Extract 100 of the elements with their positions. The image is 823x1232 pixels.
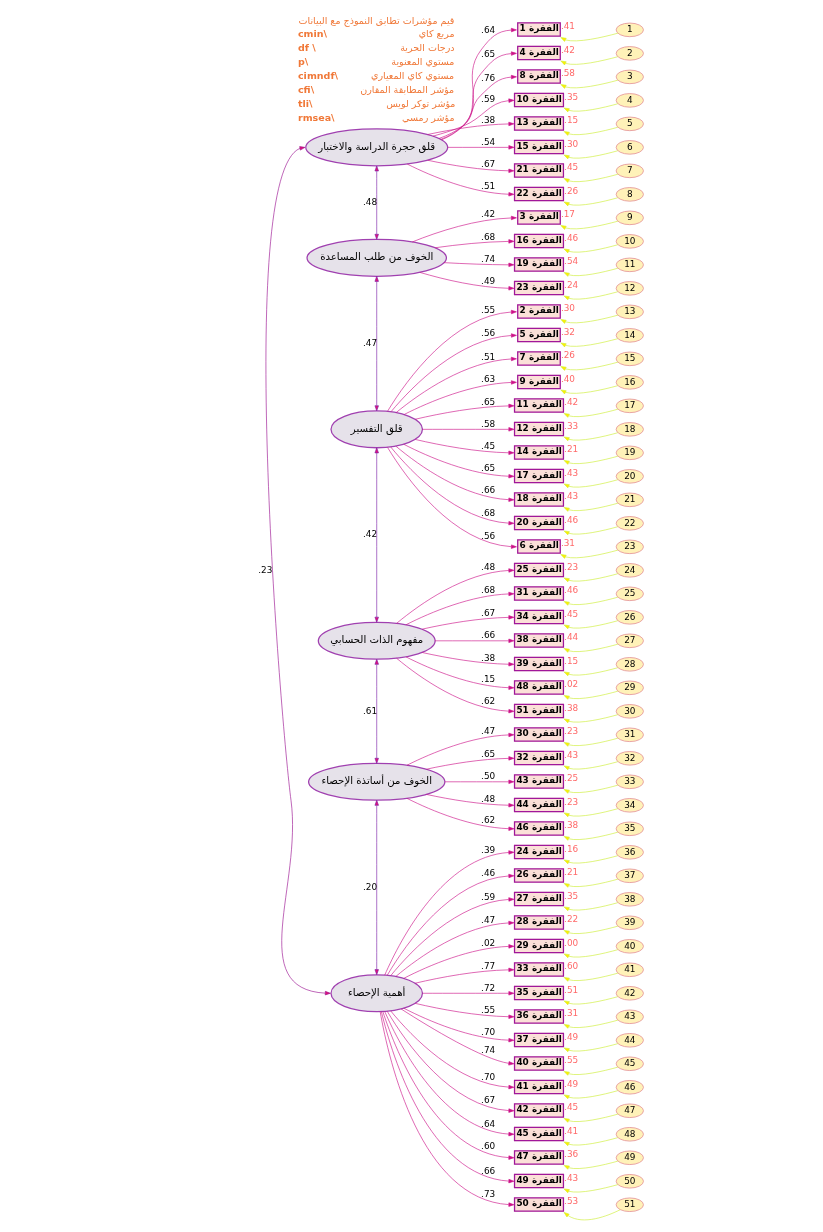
node-ellipse: 3 — [615, 69, 644, 85]
label: درجات الحرية — [400, 42, 455, 54]
edge-label: .51 — [481, 180, 496, 191]
node-ellipse: 40 — [615, 939, 644, 954]
arrow — [563, 267, 619, 277]
node-label: .53 — [564, 1196, 579, 1207]
node-label: .25 — [564, 773, 579, 784]
arrow — [421, 652, 515, 667]
label: df \ — [297, 41, 316, 53]
edge-label: .48 — [481, 562, 496, 573]
arrow — [563, 1184, 619, 1194]
arrow — [560, 361, 619, 371]
node-ellipse: 46 — [615, 1080, 644, 1095]
node-label: .30 — [560, 303, 576, 314]
arrow — [560, 549, 619, 559]
arrow — [396, 657, 515, 714]
edge-label: .77 — [481, 960, 496, 971]
edge-label: .23 — [258, 564, 273, 575]
arrow — [563, 126, 619, 136]
node-ellipse: 29 — [615, 680, 644, 696]
arrow — [403, 380, 517, 415]
node-ellipse: مفهوم الذات الحسابي — [317, 621, 436, 660]
label: قيم مؤشرات تطابق النموذج مع البيانات — [298, 14, 455, 26]
node-label: .36 — [564, 1149, 579, 1160]
edge-label: .70 — [481, 1026, 496, 1037]
arrow — [563, 808, 619, 818]
node-label: .43 — [564, 491, 579, 502]
arrow — [563, 878, 619, 888]
edge-label: .38 — [481, 114, 496, 125]
node-label: .38 — [564, 820, 579, 831]
arrow — [563, 996, 619, 1006]
node-ellipse: 12 — [615, 281, 644, 296]
node-ellipse: 10 — [615, 234, 644, 249]
arrow — [438, 75, 517, 139]
arrow — [422, 427, 515, 432]
arrow — [395, 445, 515, 502]
edge-label: .46 — [481, 867, 496, 878]
edge-label: .48 — [363, 196, 378, 207]
node-label: .45 — [564, 1102, 579, 1113]
node-ellipse: 45 — [615, 1056, 644, 1072]
arrow — [560, 220, 619, 230]
arrow — [426, 756, 515, 770]
arrow — [563, 1043, 619, 1053]
node-label: .02 — [564, 679, 579, 690]
node-label: .51 — [564, 984, 579, 995]
label: rmsea\ — [297, 111, 335, 123]
node-label: .23 — [564, 561, 579, 572]
node-ellipse: 31 — [615, 727, 644, 743]
arrow — [563, 173, 619, 183]
arrow — [563, 197, 619, 207]
edge-label: .47 — [481, 726, 496, 737]
node-label: .21 — [564, 867, 579, 878]
arrow — [563, 432, 619, 442]
arrow — [415, 403, 515, 420]
node-label: .26 — [560, 350, 576, 361]
arrow — [563, 455, 619, 465]
node-label: .43 — [564, 1172, 579, 1183]
node-ellipse: 23 — [615, 539, 644, 555]
node-ellipse: 5 — [615, 116, 644, 132]
edge-label: .65 — [481, 749, 496, 760]
edge-label: .63 — [481, 373, 496, 384]
node-label: .46 — [564, 585, 579, 596]
arrow — [419, 272, 515, 291]
node-ellipse: 1 — [615, 22, 644, 38]
arrow — [563, 925, 619, 935]
arrow — [386, 873, 515, 976]
arrow — [560, 32, 619, 42]
arrow — [563, 737, 619, 747]
node-ellipse: 43 — [615, 1009, 644, 1025]
arrow — [563, 690, 619, 700]
arrow — [432, 98, 515, 137]
arrow — [427, 159, 515, 173]
node-label: .32 — [560, 326, 576, 337]
edge-label: .59 — [481, 892, 496, 903]
node-ellipse: 51 — [615, 1197, 644, 1213]
node-ellipse: 11 — [615, 257, 644, 273]
label: مؤشر رمسي — [402, 112, 455, 124]
arrow — [412, 215, 517, 243]
arrow — [560, 338, 619, 348]
arrow — [563, 1209, 621, 1221]
edge-label: .51 — [481, 351, 496, 362]
arrow — [421, 615, 515, 630]
node-ellipse: 6 — [615, 140, 644, 155]
edge-label: .66 — [481, 630, 496, 641]
arrow — [403, 944, 515, 979]
node-ellipse: 41 — [615, 962, 644, 978]
arrow — [563, 855, 619, 865]
edge-label: .67 — [481, 159, 496, 170]
node-label: .45 — [564, 608, 579, 619]
edge-label: .72 — [481, 982, 496, 993]
node-label: .16 — [564, 843, 579, 854]
arrow — [563, 573, 619, 583]
arrow — [563, 949, 619, 959]
arrow — [563, 620, 619, 630]
arrow — [415, 439, 515, 455]
arrow — [563, 479, 619, 489]
arrow — [563, 150, 619, 160]
arrow — [400, 1008, 515, 1066]
node-label: .26 — [564, 185, 579, 196]
arrow — [415, 967, 515, 984]
